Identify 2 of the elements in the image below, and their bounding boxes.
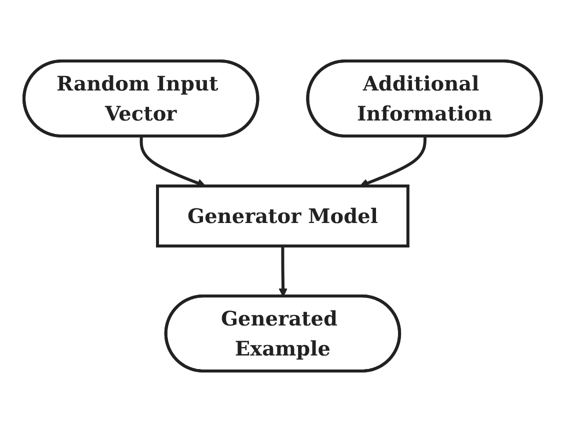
node-box: Generator Model xyxy=(156,184,410,248)
arrow xyxy=(278,246,288,297)
